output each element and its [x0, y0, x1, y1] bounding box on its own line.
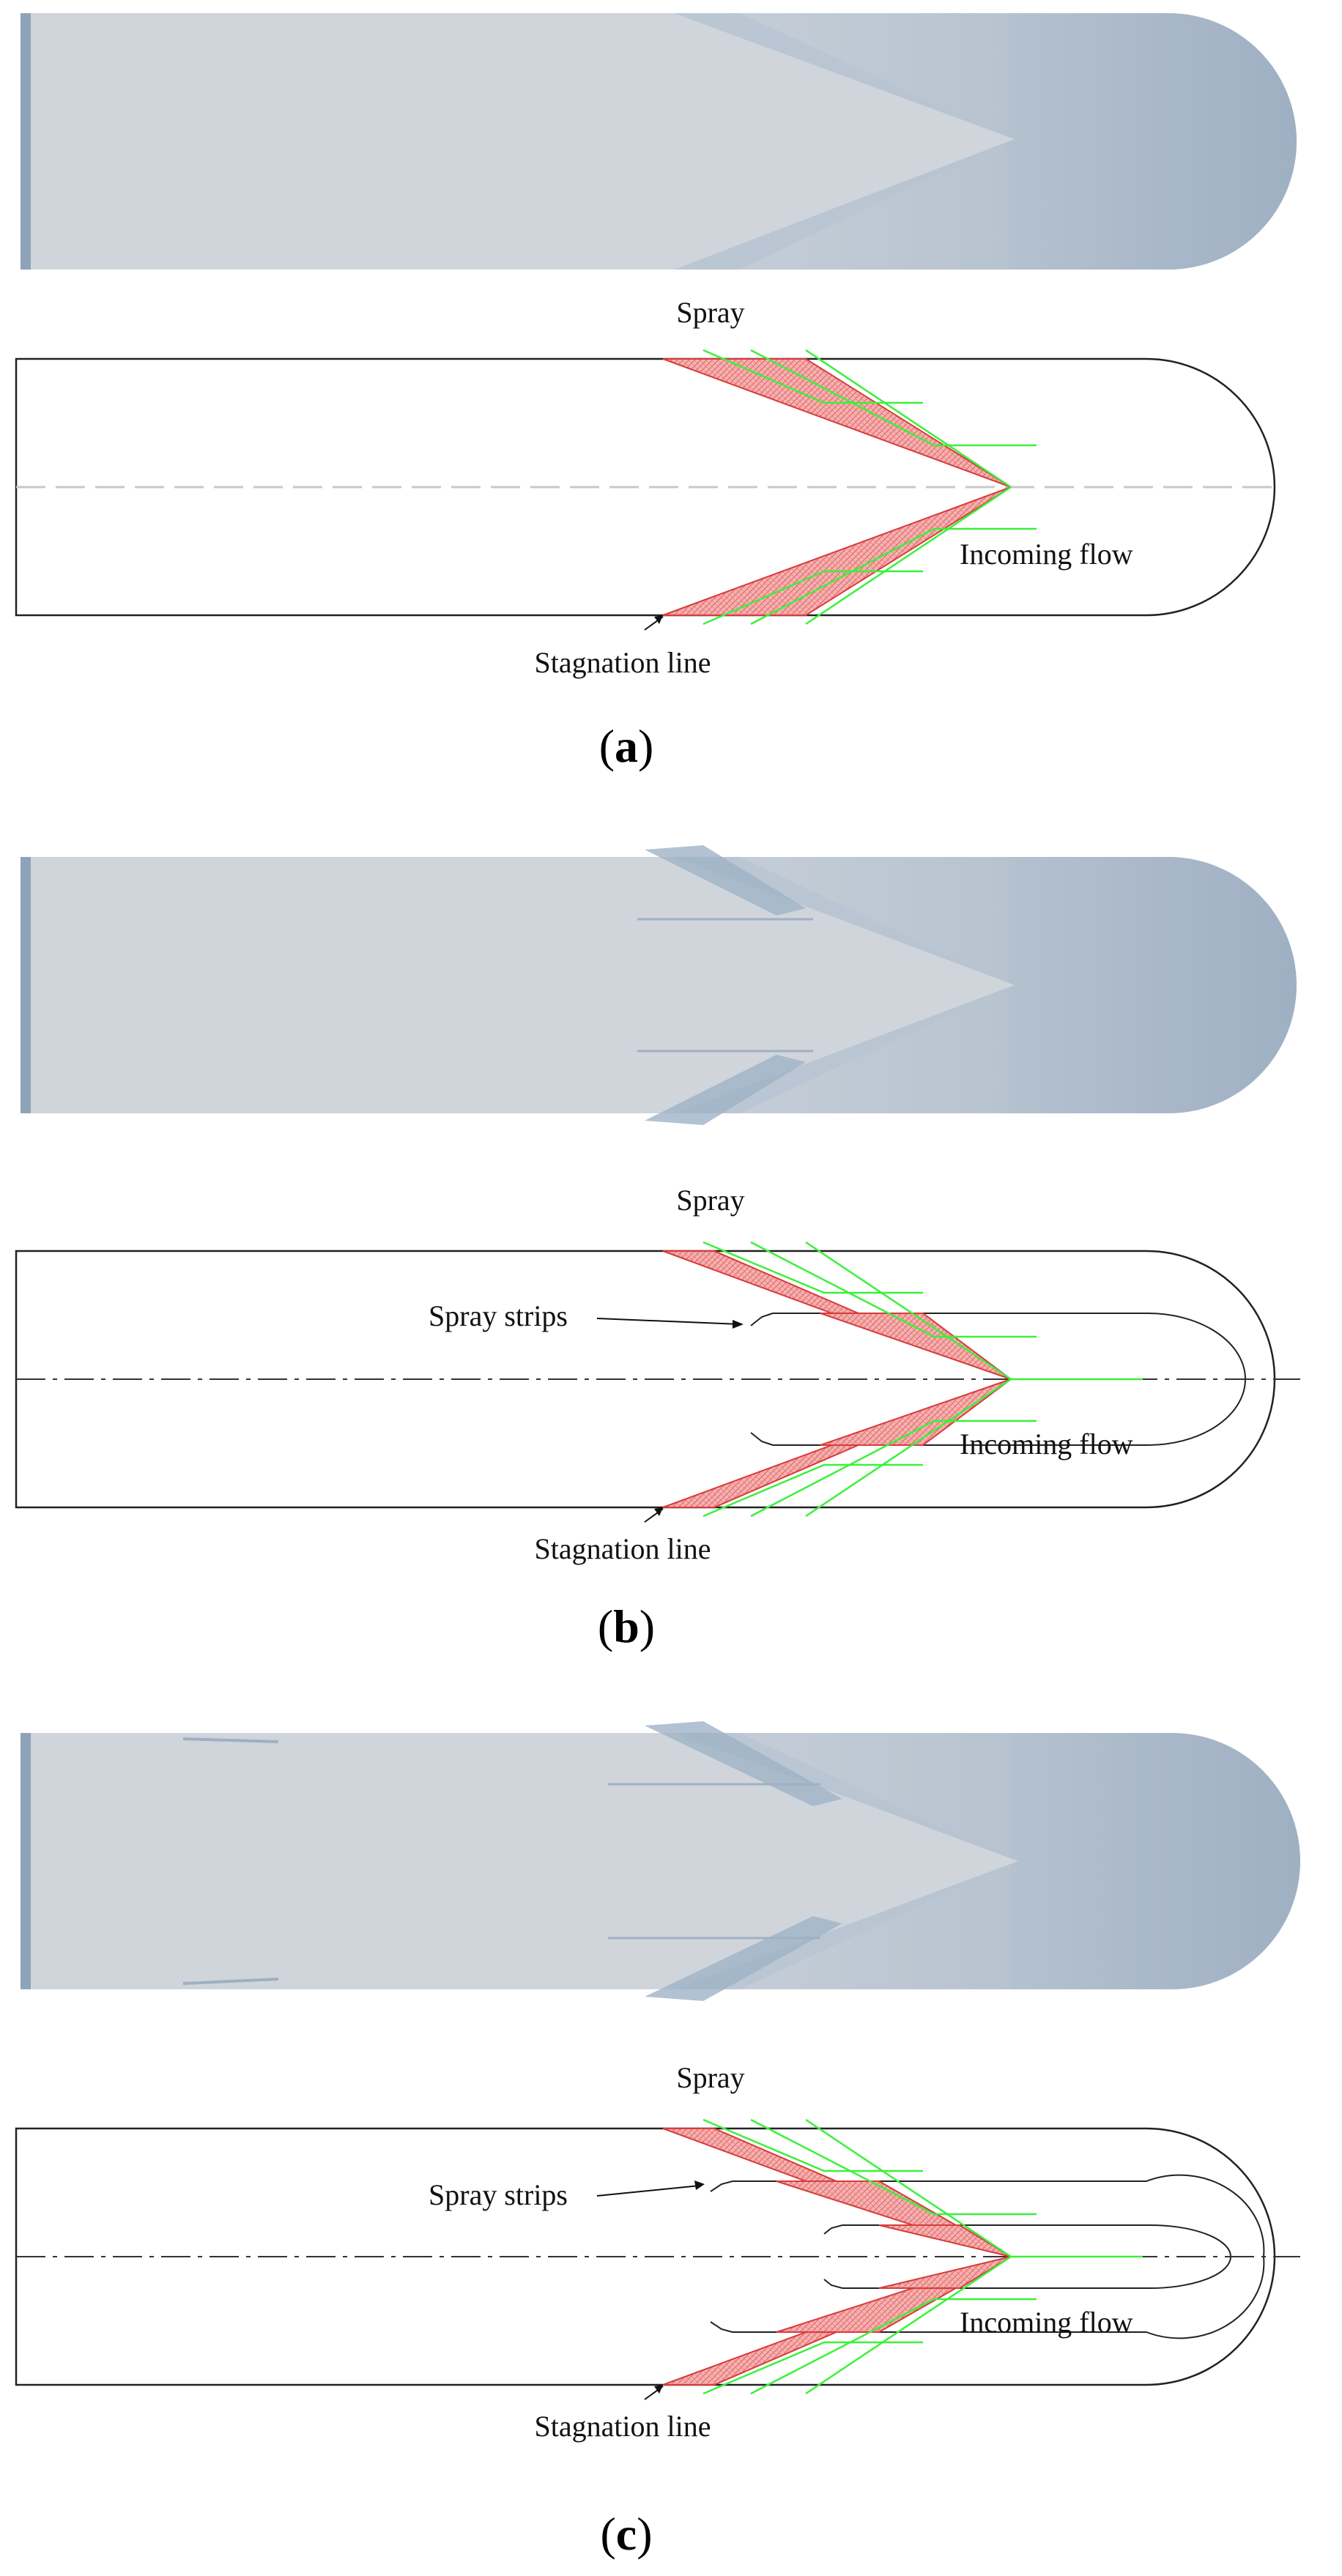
incoming-flow-label: Incoming flow — [960, 538, 1133, 571]
caption-c: (c) — [600, 2508, 652, 2560]
stagnation-label: Stagnation line — [534, 2410, 711, 2443]
streamlines — [702, 349, 1037, 626]
pressure-zone-upper — [662, 358, 1012, 488]
schematic-b — [15, 1241, 1300, 1523]
stagnation-label: Stagnation line — [534, 646, 711, 679]
strip-pressure-lower — [820, 1378, 1012, 1446]
incoming-flow-label: Incoming flow — [960, 2306, 1133, 2339]
spray-label: Spray — [676, 2061, 744, 2094]
spray-strips-label: Spray strips — [429, 1299, 568, 1332]
spray-strips-label: Spray strips — [429, 2178, 568, 2211]
caption-b: (b) — [598, 1600, 655, 1652]
spray-strips-arrow — [596, 2185, 700, 2197]
strip-pressure-upper — [820, 1313, 1012, 1380]
stagnation-label: Stagnation line — [534, 1532, 711, 1565]
hull-render-a — [21, 13, 1297, 270]
streamlines — [702, 1241, 1143, 1518]
panel-a: Spray Incoming flow Stagnation line (a) — [15, 13, 1297, 772]
streamlines — [702, 2118, 1143, 2395]
caption-a: (a) — [599, 720, 654, 772]
pressure-zone-lower — [662, 486, 1012, 616]
spray-label: Spray — [676, 296, 744, 329]
hull-render-c — [21, 1721, 1300, 2001]
panel-c: Spray — [15, 1721, 1300, 2560]
spray-label: Spray — [676, 1184, 744, 1217]
incoming-flow-label: Incoming flow — [960, 1428, 1133, 1460]
schematic-a — [15, 349, 1276, 631]
strip2-pressure-upper — [878, 2224, 1012, 2257]
panel-b: Spray Spray strips — [15, 845, 1300, 1652]
spray-strips-arrow — [596, 1318, 741, 1325]
schematic-c — [15, 2118, 1300, 2400]
strip2-pressure-lower — [878, 2256, 1012, 2289]
hull-render-b — [21, 845, 1297, 1125]
